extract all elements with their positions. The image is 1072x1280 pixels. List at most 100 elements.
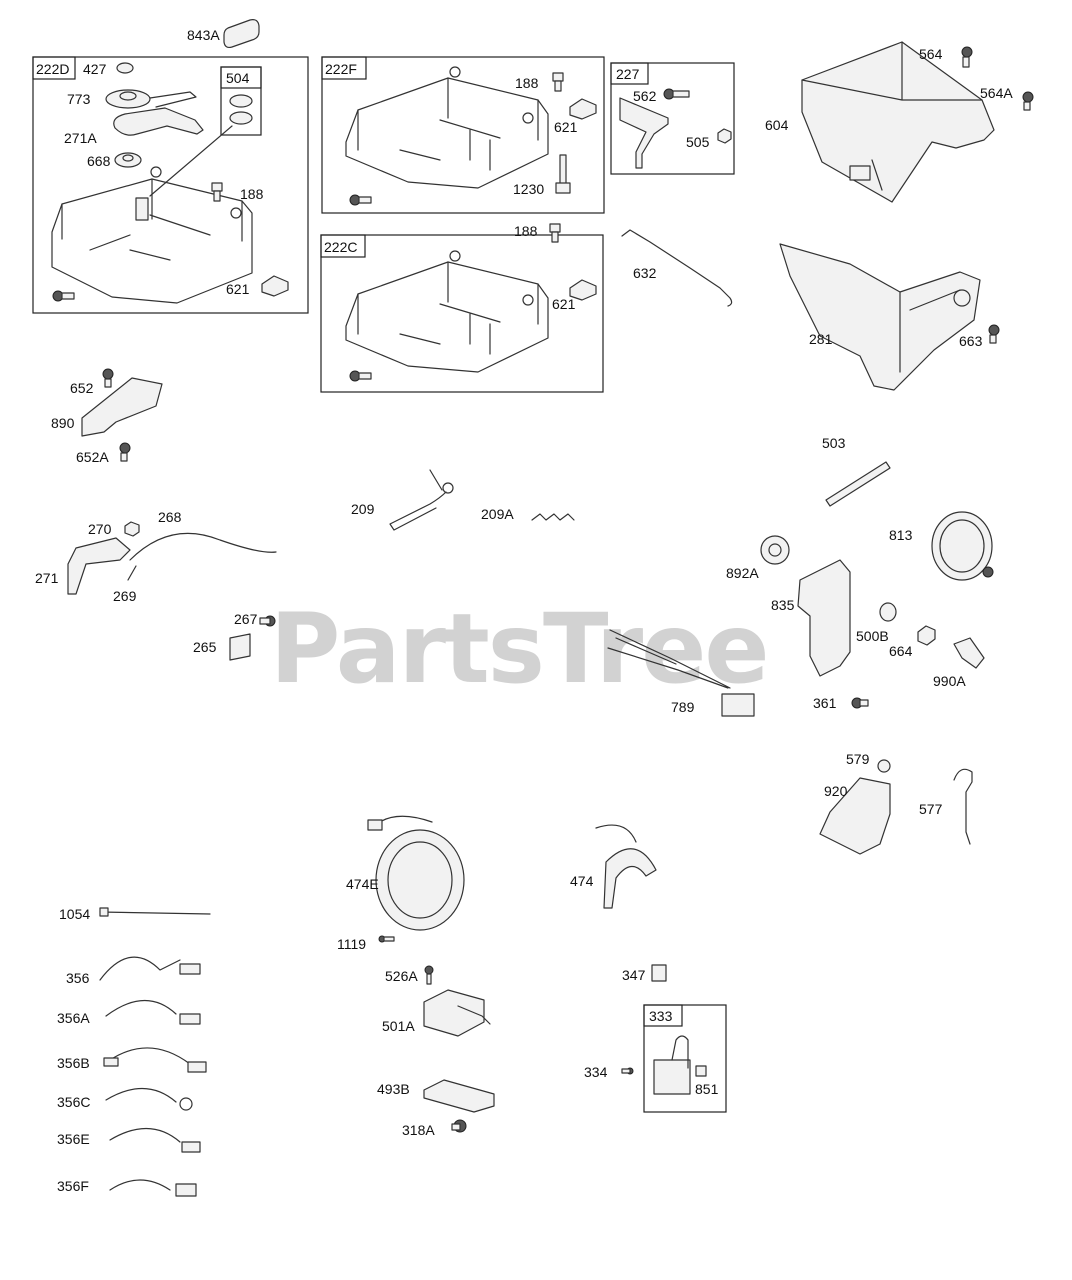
part-333-armature [653,1035,707,1095]
part-621-clip [569,279,597,301]
part-188-bolt [552,72,564,92]
part-1054-head [99,907,109,917]
part-890-bracket [81,377,163,437]
callout: 361 [813,695,837,711]
group-label: 227 [616,66,640,82]
callout: 271 [35,570,59,586]
callout: 356E [57,1131,90,1147]
part-356e-lead [109,1127,201,1153]
callout: 347 [622,967,646,983]
callout: 265 [193,639,217,655]
callout: 188 [240,186,264,202]
callout: 334 [584,1064,608,1080]
part-268-cable [129,532,277,561]
callout: 604 [765,117,789,133]
part-664-nut [917,625,936,646]
part-screw [349,194,372,206]
callout: 500B [856,628,889,644]
callout: 356C [57,1094,90,1110]
callout: 526A [385,968,418,984]
group-label: 222F [325,61,357,77]
callout: 1119 [337,936,366,952]
callout: 851 [695,1081,719,1097]
callout: 813 [889,527,913,543]
part-222f-base-plate [345,66,549,189]
callout: 505 [686,134,710,150]
part-773 [105,89,197,109]
part-526a-screw [424,965,434,985]
part-334-screw [621,1067,634,1075]
part-267-screw [259,615,276,627]
group-222F: 222F [321,56,605,214]
callout: 188 [514,223,538,239]
callout: 356A [57,1010,90,1026]
callout: 356B [57,1055,90,1071]
callout: 632 [633,265,657,281]
part-356a-lead [105,999,201,1025]
part-270-nut [124,521,140,537]
part-577-boot [953,768,973,845]
part-265-clip [229,633,251,661]
callout: 474 [570,873,594,889]
callout: 501A [382,1018,415,1034]
part-504-washer [229,94,253,108]
callout: 209A [481,506,514,522]
part-222d-base-plate [51,166,253,304]
callout: 188 [515,75,539,91]
part-920-solenoid [819,777,891,855]
callout: 1054 [59,906,90,922]
callout: 990A [933,673,966,689]
group-504: 504 [220,66,262,136]
callout: 564 [919,46,943,62]
callout: 789 [671,699,695,715]
callout: 920 [824,783,848,799]
part-271a [113,107,204,136]
callout: 577 [919,801,943,817]
part-835-bracket [797,559,851,677]
callout: 579 [846,751,870,767]
callout: 427 [83,61,107,77]
part-361-screw [851,697,869,709]
part-504-washer [229,111,253,125]
part-505-nut [717,128,732,144]
part-screw [349,370,372,382]
part-843a [223,19,260,49]
callout: 562 [633,88,657,104]
part-427 [116,62,134,74]
part-318a-bolt [451,1119,467,1133]
callout: 281 [809,331,833,347]
callout: 843A [187,27,220,43]
part-281-shroud [779,243,981,391]
part-269-wire [127,565,137,581]
part-227-bracket [619,97,669,169]
part-668 [114,152,142,168]
part-493b-bracket [423,1079,495,1113]
part-789-wire-harness [607,629,755,717]
part-356f-lead [109,1179,197,1197]
part-271-lever [67,537,131,595]
callout: 773 [67,91,91,107]
part-356c-lead [105,1087,193,1111]
callout: 268 [158,509,182,525]
part-356b-lead [103,1047,207,1073]
watermark: PartsTree [270,593,767,705]
part-579-nut [877,759,891,773]
callout: 209 [351,501,375,517]
callout: 835 [771,597,795,613]
group-333: 333 [643,1004,727,1113]
part-188-bolt [549,223,561,243]
part-347 [651,964,667,982]
part-474e-stator [367,815,465,931]
group-label: 222C [324,239,357,255]
callout: 652A [76,449,109,465]
callout: 892A [726,565,759,581]
part-562-screw [663,88,690,100]
callout: 652 [70,380,94,396]
callout: 663 [959,333,983,349]
callout: 271A [64,130,97,146]
callout: 267 [234,611,258,627]
part-990a-key [953,637,985,669]
callout: 890 [51,415,75,431]
callout: 493B [377,1081,410,1097]
